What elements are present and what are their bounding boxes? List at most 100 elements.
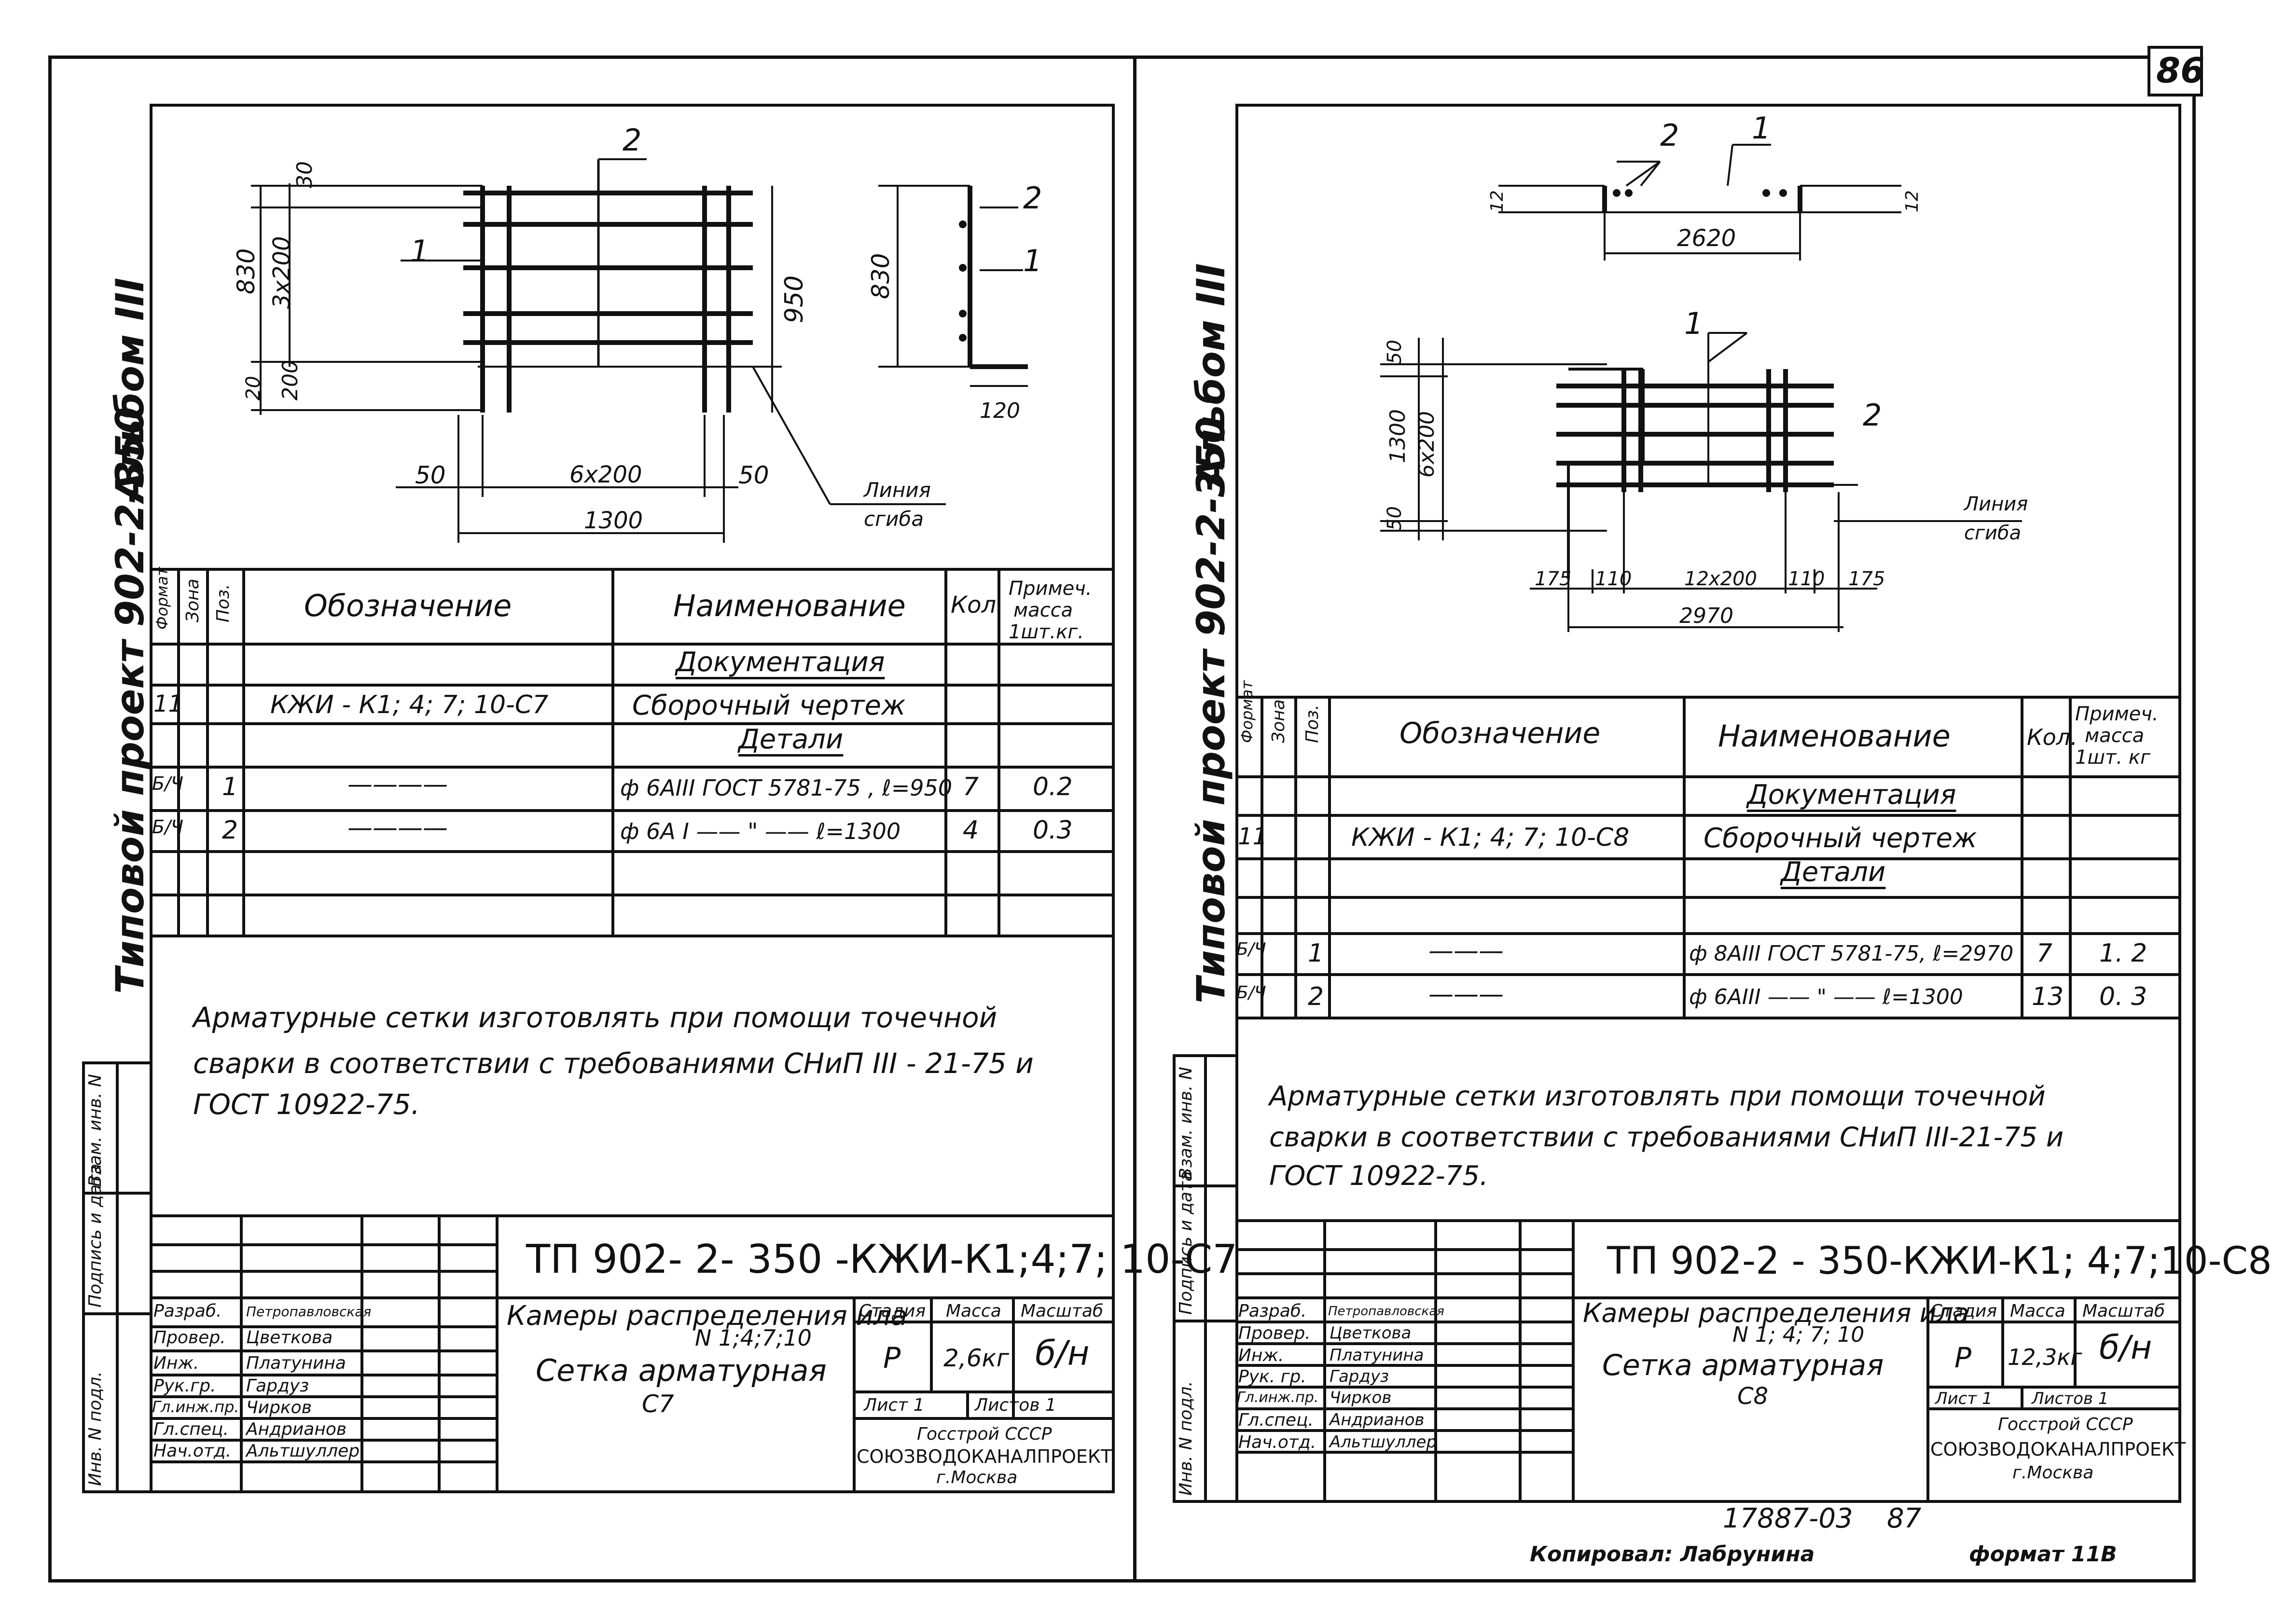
right-row-documentation: Документация xyxy=(1747,779,1956,811)
right-dim-110b: 110 xyxy=(1788,568,1825,590)
left-scale: б/н xyxy=(1035,1334,1090,1373)
right-dim-6x200: 6х200 xyxy=(1414,411,1439,478)
right-staff-role: Гл.инж.пр. xyxy=(1237,1389,1319,1406)
right-h-scale: Масштаб xyxy=(2082,1301,2165,1321)
right-staff-role: Инж. xyxy=(1238,1346,1284,1365)
right-dim-110a: 110 xyxy=(1595,568,1632,590)
left-note-line1: Арматурные сетки изготовлять при помощи … xyxy=(193,1001,997,1034)
left-th-note: Примеч. xyxy=(1009,578,1092,600)
left-th-note2: масса xyxy=(1013,599,1073,621)
left-row1-fmt: Б/Ч xyxy=(152,773,183,794)
left-dim-950: 950 xyxy=(780,275,809,323)
left-lbl-pos1-section: 1 xyxy=(1023,243,1042,278)
left-sheet: Лист 1 xyxy=(864,1395,925,1415)
left-line-bend: Линия xyxy=(864,478,931,502)
right-org-1: Госстрой СССР xyxy=(1998,1415,2133,1434)
left-row1-desig: ———— xyxy=(347,770,448,799)
sheet-divider xyxy=(1133,55,1136,1583)
right-h-mass: Масса xyxy=(2010,1301,2065,1321)
right-row2-fmt: Б/Ч xyxy=(1236,983,1266,1003)
right-row1-desig: ——— xyxy=(1428,936,1504,965)
left-th-qty: Кол. xyxy=(951,592,1004,619)
right-row1-qty: 7 xyxy=(2036,939,2053,968)
right-dim-12a: 12 xyxy=(1487,190,1507,212)
right-row2-qty: 13 xyxy=(2032,982,2064,1011)
left-lbl-pos2-section: 2 xyxy=(1023,180,1042,216)
left-dim-50b: 50 xyxy=(738,461,769,489)
left-staff-role: Инж. xyxy=(153,1353,199,1373)
right-mass: 12,3кг xyxy=(2008,1344,2082,1370)
right-staff-role: Гл.спец. xyxy=(1238,1410,1314,1430)
right-staff-role: Нач.отд. xyxy=(1238,1432,1316,1452)
left-row2-desig: ———— xyxy=(347,813,448,842)
left-th-note3: 1шт.кг. xyxy=(1009,621,1084,643)
left-dim-3x200: 3х200 xyxy=(268,236,295,309)
left-staff-name: Петропавловская xyxy=(246,1304,372,1320)
right-dim-1300: 1300 xyxy=(1385,409,1410,463)
right-dim-2970: 2970 xyxy=(1679,604,1733,628)
left-dim-200: 200 xyxy=(278,360,303,400)
right-th-designation: Обозначение xyxy=(1399,716,1601,750)
right-th-format: Формат xyxy=(1238,680,1256,743)
right-lbl-pos2: 2 xyxy=(1863,398,1882,433)
right-doc-code: ТП 902-2 - 350-КЖИ-К1; 4;7;10-С8 xyxy=(1607,1239,2272,1283)
right-staff-name: Альтшуллер xyxy=(1330,1432,1437,1452)
left-dim-6x200: 6х200 xyxy=(569,461,642,488)
right-stamp-replace: Взам. инв. N xyxy=(1176,1067,1196,1180)
left-staff-name: Платунина xyxy=(246,1353,346,1373)
left-staff-role: Провер. xyxy=(153,1328,226,1348)
right-note-line1: Арматурные сетки изготовлять при помощи … xyxy=(1269,1081,2046,1112)
left-title-3: Сетка арматурная xyxy=(536,1353,827,1388)
right-line-bend2: сгиба xyxy=(1964,522,2022,544)
left-staff-name: Альтшуллер xyxy=(246,1441,360,1461)
right-lbl-pos1: 1 xyxy=(1684,306,1704,341)
right-note-line3: ГОСТ 10922-75. xyxy=(1269,1160,1488,1192)
right-org-2: СОЮЗВОДОКАНАЛПРОЕКТ xyxy=(1930,1439,2186,1460)
right-staff-role: Разраб. xyxy=(1238,1301,1307,1321)
right-row2-desig: ——— xyxy=(1428,980,1504,1009)
left-row1-name: ф 6АIII ГОСТ 5781-75 , ℓ=950 xyxy=(620,775,953,801)
right-title-4: С8 xyxy=(1737,1383,1769,1410)
right-dim-175a: 175 xyxy=(1535,568,1572,590)
right-org-3: г.Москва xyxy=(2012,1463,2094,1483)
right-dim-50a: 50 xyxy=(1384,340,1406,364)
right-dim-2620: 2620 xyxy=(1677,225,1736,252)
left-line-bend2: сгиба xyxy=(864,507,924,531)
left-row-assembly-desig: КЖИ - К1; 4; 7; 10-С7 xyxy=(270,690,549,719)
left-dim-30: 30 xyxy=(292,161,317,188)
left-stage: Р xyxy=(883,1341,901,1375)
right-stamp-sign: Подпись и дата xyxy=(1176,1170,1196,1315)
left-dim-120: 120 xyxy=(980,399,1020,423)
right-lbl-pos1-top: 1 xyxy=(1752,110,1771,146)
left-row-details: Детали xyxy=(738,724,844,755)
page-number-box xyxy=(2147,46,2203,96)
drawing-sheet xyxy=(48,55,2196,1583)
right-row2-pos: 2 xyxy=(1308,982,1324,1011)
left-th-zone: Зона xyxy=(183,578,203,622)
left-staff-name: Чирков xyxy=(246,1398,312,1418)
left-doc-code: ТП 902- 2- 350 -КЖИ-К1;4;7; 10-С7 xyxy=(526,1237,1238,1282)
left-dim-1300: 1300 xyxy=(584,507,643,534)
left-th-format: Формат xyxy=(153,567,171,630)
left-side-project: Типовой проект 902-2-350 xyxy=(108,407,152,994)
left-staff-role: Нач.отд. xyxy=(153,1441,232,1461)
right-row-fmt-11: 11 xyxy=(1238,823,1268,850)
right-staff-name: Андрианов xyxy=(1330,1410,1425,1430)
left-row2-note: 0.3 xyxy=(1033,816,1073,845)
left-staff-role: Рук.гр. xyxy=(153,1376,216,1396)
left-dim-830: 830 xyxy=(232,248,260,294)
right-row1-note: 1. 2 xyxy=(2099,939,2147,968)
right-title-1: Камеры распределения ила xyxy=(1583,1298,1969,1328)
left-org-2: СОЮЗВОДОКАНАЛПРОЕКТ xyxy=(857,1446,1112,1467)
footer-archive-no: 17887-03 xyxy=(1723,1503,1853,1534)
footer-page-no: 87 xyxy=(1887,1503,1922,1534)
right-h-stage: Стадия xyxy=(1930,1301,1997,1321)
left-lbl-pos2: 2 xyxy=(623,123,642,158)
right-title-2: N 1; 4; 7; 10 xyxy=(1732,1322,1865,1347)
footer-copied: Копировал: Лабрунина xyxy=(1530,1542,1815,1567)
left-staff-name: Андрианов xyxy=(246,1419,347,1439)
left-org-1: Госстрой СССР xyxy=(917,1424,1052,1444)
left-row-assembly-name: Сборочный чертеж xyxy=(632,690,906,721)
left-title-4: С7 xyxy=(642,1390,674,1418)
right-line-bend: Линия xyxy=(1964,493,2028,515)
